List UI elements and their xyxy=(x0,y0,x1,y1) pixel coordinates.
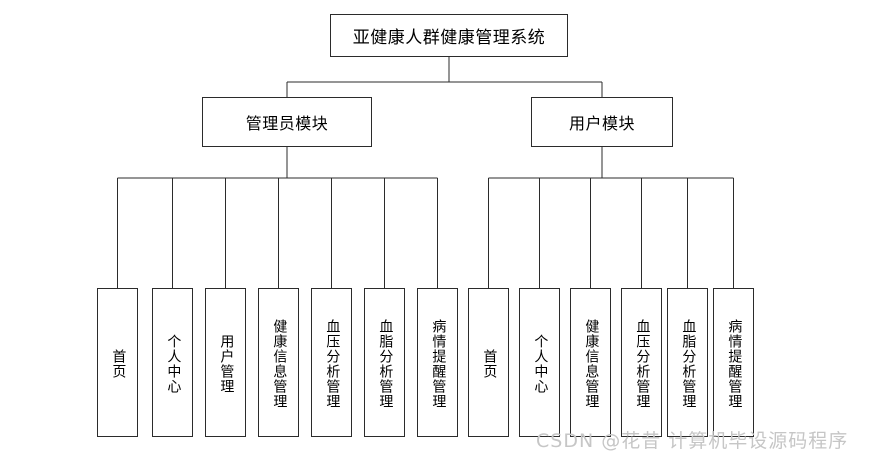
node-leaf-admin-2[interactable]: 用户管理 xyxy=(205,288,246,437)
node-root-label: 亚健康人群健康管理系统 xyxy=(352,28,546,48)
node-leaf-user-2[interactable]: 健康信息管理 xyxy=(570,288,611,437)
node-leaf-label: 血脂分析管理 xyxy=(377,318,394,409)
node-leaf-admin-6[interactable]: 病情提醒管理 xyxy=(417,288,458,437)
node-module-user-label: 用户模块 xyxy=(568,114,635,133)
node-leaf-label: 血脂分析管理 xyxy=(680,318,697,409)
node-leaf-label: 血压分析管理 xyxy=(634,318,651,409)
node-leaf-user-3[interactable]: 血压分析管理 xyxy=(621,288,662,437)
node-leaf-admin-0[interactable]: 首页 xyxy=(97,288,138,437)
node-leaf-label: 用户管理 xyxy=(218,333,235,394)
node-module-admin-label: 管理员模块 xyxy=(245,114,329,133)
node-leaf-user-1[interactable]: 个人中心 xyxy=(519,288,560,437)
node-leaf-admin-4[interactable]: 血压分析管理 xyxy=(311,288,352,437)
node-leaf-label: 健康信息管理 xyxy=(271,318,288,409)
node-leaf-label: 健康信息管理 xyxy=(583,318,600,409)
node-leaf-admin-3[interactable]: 健康信息管理 xyxy=(258,288,299,437)
node-leaf-label: 首页 xyxy=(481,348,498,379)
node-leaf-user-5[interactable]: 病情提醒管理 xyxy=(713,288,754,437)
node-leaf-label: 病情提醒管理 xyxy=(430,318,447,409)
node-leaf-admin-1[interactable]: 个人中心 xyxy=(152,288,193,437)
node-leaf-admin-5[interactable]: 血脂分析管理 xyxy=(364,288,405,437)
node-leaf-label: 血压分析管理 xyxy=(324,318,341,409)
node-leaf-label: 首页 xyxy=(110,348,127,379)
watermark-text: CSDN @花昔 计算机毕设源码程序 xyxy=(536,430,849,452)
node-module-admin[interactable]: 管理员模块 xyxy=(202,97,372,147)
node-leaf-label: 病情提醒管理 xyxy=(726,318,743,409)
node-leaf-label: 个人中心 xyxy=(165,333,182,394)
node-module-user[interactable]: 用户模块 xyxy=(531,97,673,147)
node-leaf-user-4[interactable]: 血脂分析管理 xyxy=(667,288,708,437)
node-leaf-user-0[interactable]: 首页 xyxy=(468,288,509,437)
node-leaf-label: 个人中心 xyxy=(532,333,549,394)
node-root[interactable]: 亚健康人群健康管理系统 xyxy=(330,14,568,57)
